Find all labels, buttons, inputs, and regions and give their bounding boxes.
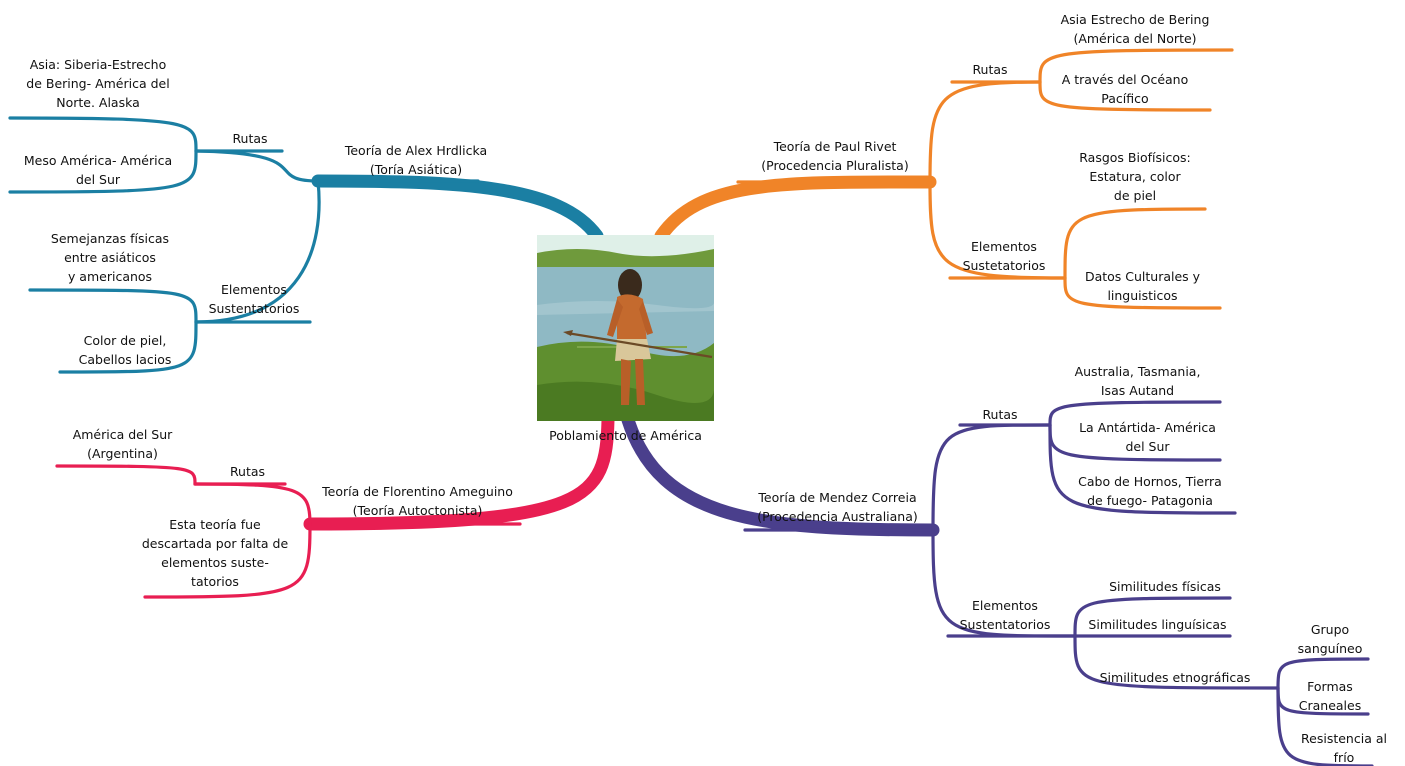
rivet-ruta-2: A través del Océano Pacífico [1061, 72, 1189, 106]
correia-theory-title: Teoría de Mendez Correia (Procedencia Au… [757, 490, 918, 524]
ameguino-rutas-label: Rutas [229, 464, 266, 479]
correia-elementos-label: Elementos Sustentatorios [959, 598, 1051, 632]
correia-elemento-2: Similitudes linguísicas [1088, 617, 1227, 632]
rivet-ruta-1: Asia Estrecho de Bering (América del Nor… [1060, 12, 1210, 46]
ameguino-ruta-2: Esta teoría fue descartada por falta de … [141, 517, 289, 589]
hrdlicka-lines [8, 116, 480, 374]
center-topic-label: Poblamiento de América [549, 428, 702, 443]
caveman-illustration-image [537, 235, 714, 421]
rivet-rutas-label: Rutas [972, 62, 1008, 77]
correia-etnografica-3: Resistencia al frío [1301, 731, 1387, 765]
correia-lines [743, 400, 1374, 766]
hrdlicka-ruta-2: Meso América- América del Sur [23, 153, 173, 187]
rivet-elemento-1: Rasgos Biofísicos: Estatura, color de pi… [1079, 150, 1191, 203]
correia-elemento-1: Similitudes físicas [1109, 579, 1221, 594]
rivet-lines [736, 48, 1234, 310]
correia-rutas-label: Rutas [982, 407, 1018, 422]
hrdlicka-elemento-2: Color de piel, Cabellos lacios [78, 333, 172, 367]
correia-etnografica-2: Formas Craneales [1298, 679, 1362, 713]
hrdlicka-elementos-label: Elementos Sustentatorios [208, 282, 300, 316]
correia-etnografica-1: Grupo sanguíneo [1297, 622, 1363, 656]
ameguino-lines [55, 464, 522, 599]
correia-ruta-2: La Antártida- América del Sur [1079, 420, 1216, 454]
rivet-elemento-2: Datos Culturales y linguisticos [1084, 269, 1201, 303]
correia-ruta-1: Australia, Tasmania, Isas Autand [1074, 364, 1201, 398]
hrdlicka-ruta-1: Asia: Siberia-Estrecho de Bering- Améric… [26, 57, 170, 110]
trunk-rivet [654, 175, 937, 243]
rivet-theory-title: Teoría de Paul Rivet (Procedencia Plural… [761, 139, 909, 173]
correia-ruta-3: Cabo de Hornos, Tierra de fuego- Patagon… [1078, 474, 1222, 508]
ameguino-ruta-1: América del Sur (Argentina) [72, 427, 173, 461]
hrdlicka-elemento-1: Semejanzas físicas entre asiáticos y ame… [50, 231, 170, 284]
trunk-hrdlicka [311, 174, 604, 243]
hrdlicka-rutas-label: Rutas [232, 131, 268, 146]
hrdlicka-theory-title: Teoría de Alex Hrdlicka (Toría Asiática) [344, 143, 488, 177]
correia-elemento-3: Similitudes etnográficas [1099, 670, 1251, 685]
rivet-elementos-label: Elementos Sustetatorios [962, 239, 1046, 273]
ameguino-theory-title: Teoría de Florentino Ameguino (Teoría Au… [322, 484, 513, 518]
